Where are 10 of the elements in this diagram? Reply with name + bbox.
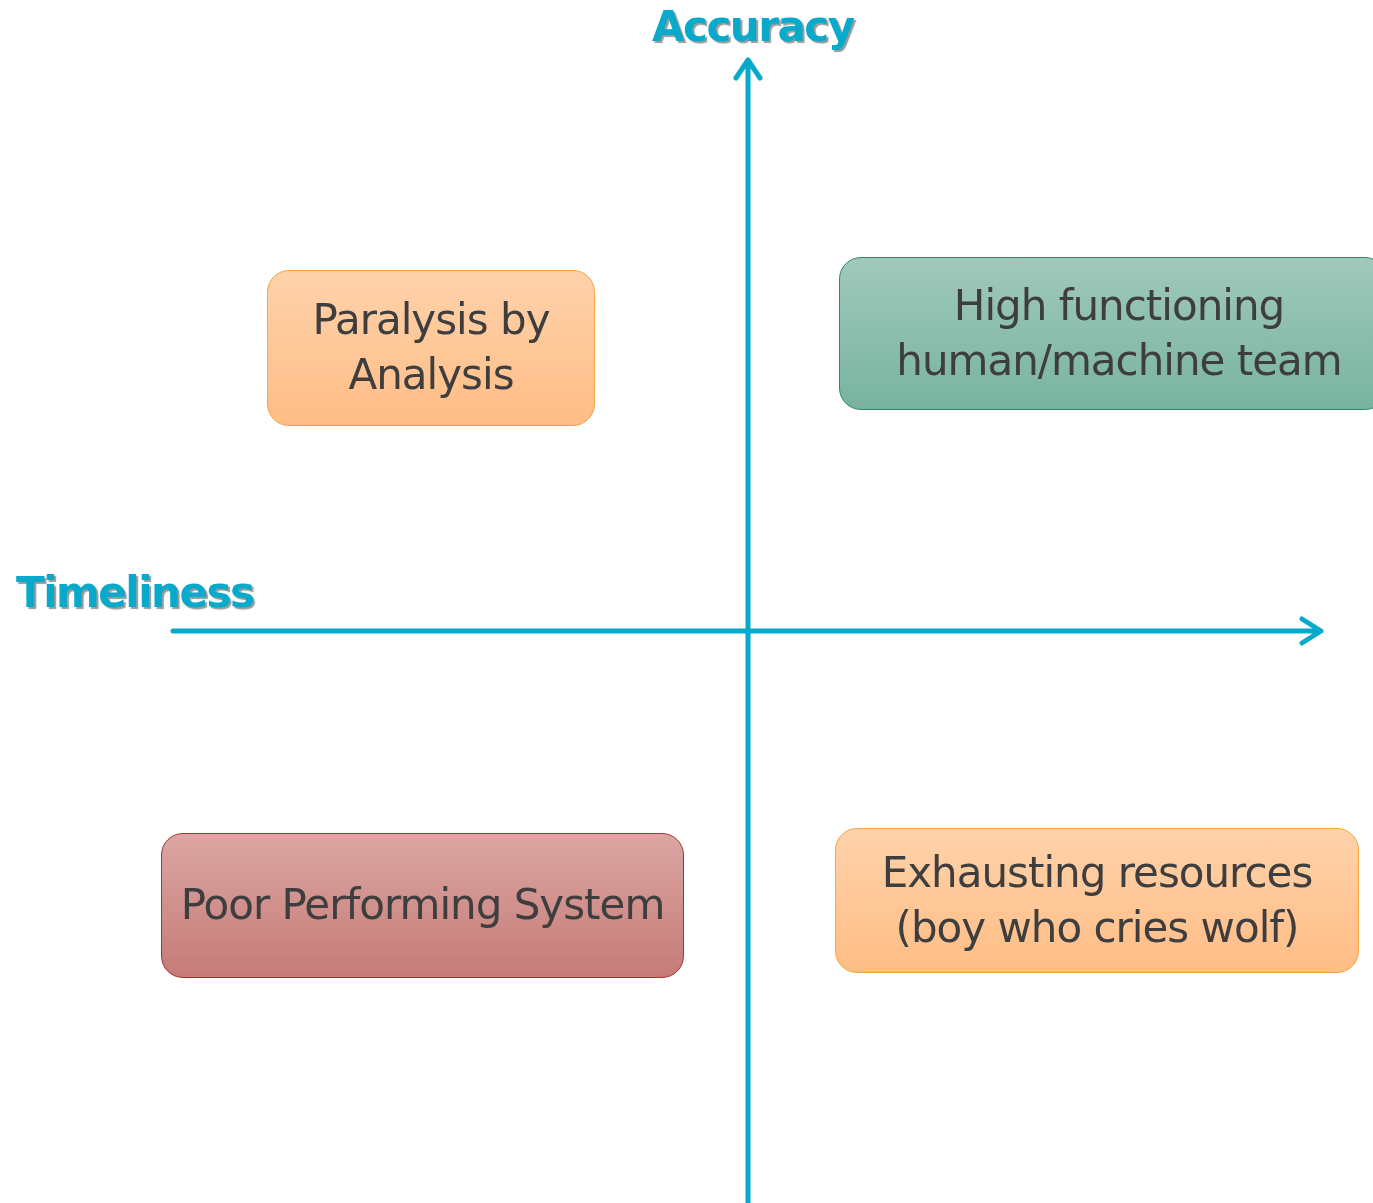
quadrant-box (839, 257, 1373, 410)
quadrant-box (835, 828, 1359, 973)
quadrant-box (161, 833, 684, 978)
quadrant-label: Paralysis by Analysis (311, 294, 551, 401)
axis-label: Timeliness (16, 568, 254, 617)
quadrant-label: Exhausting resources (boy who cries wolf) (880, 846, 1314, 954)
quadrant-box (267, 270, 595, 426)
axis-label: Accuracy (652, 2, 854, 51)
quadrant-label: Poor Performing System (180, 879, 665, 932)
quadrant-label: High functioning human/machine team (895, 279, 1343, 387)
